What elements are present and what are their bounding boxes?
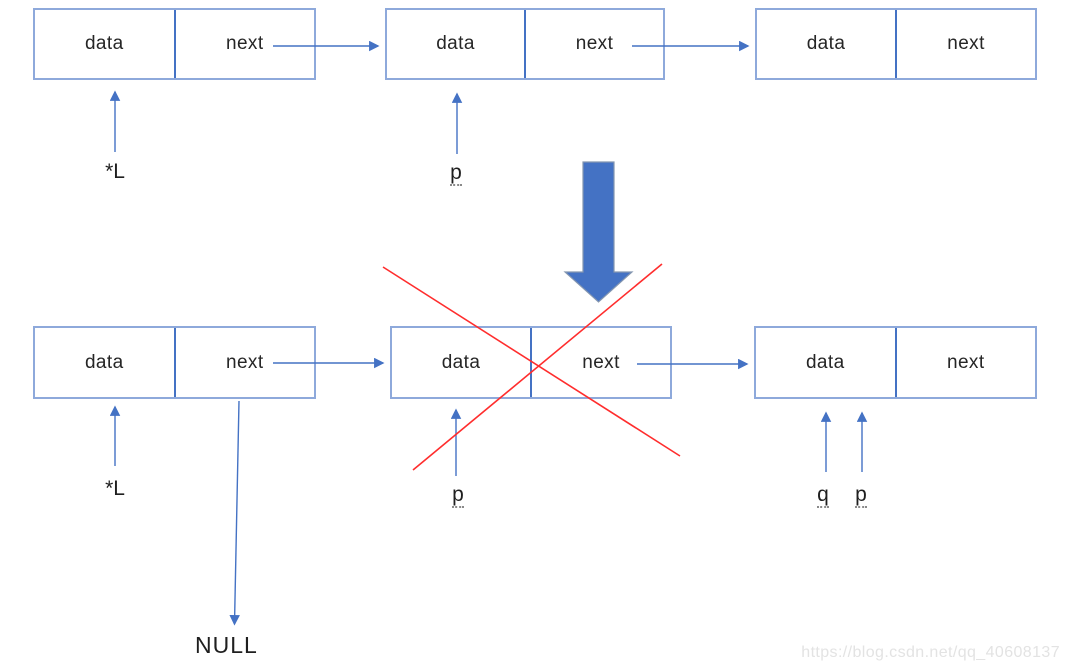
csdn-watermark: https://blog.csdn.net/qq_40608137 — [801, 644, 1060, 661]
bottom-head-pointer-label: *L — [105, 477, 125, 500]
top-node-2-data-cell: data — [387, 10, 526, 78]
bottom-node-1: data next — [33, 326, 316, 399]
bottom-p-pointer-label: p — [855, 483, 867, 508]
null-pointer-arrow — [229, 400, 240, 626]
top-node-3-next-cell: next — [947, 33, 985, 54]
top-node-1-next-cell: next — [225, 33, 264, 54]
bottom-node-3-data-cell: data — [756, 328, 897, 397]
bottom-q-pointer-label: q — [817, 483, 829, 508]
bottom-node-1-data-cell: data — [35, 328, 176, 397]
top-node-3: data next — [755, 8, 1037, 80]
bottom-node-3-next-cell: next — [946, 351, 985, 373]
big-down-arrow-icon — [563, 161, 634, 303]
bottom-node-2-data-cell: data — [392, 328, 532, 397]
null-label: NULL — [195, 632, 258, 658]
top-head-pointer-label: *L — [105, 160, 125, 183]
bottom-p-deleted-pointer-label: p — [452, 483, 464, 508]
bottom-node-3: data next — [754, 326, 1037, 399]
top-node-3-data-cell: data — [757, 10, 897, 78]
top-node-2-next-cell: next — [575, 33, 614, 54]
top-p-pointer-label: p — [450, 161, 462, 186]
bottom-node-2-deleted: data next — [390, 326, 672, 399]
bottom-node-1-next-cell: next — [225, 351, 264, 373]
top-node-1: data next — [33, 8, 316, 80]
bottom-node-2-next-cell: next — [582, 351, 620, 373]
top-node-2: data next — [385, 8, 665, 80]
top-node-1-data-cell: data — [35, 10, 176, 78]
